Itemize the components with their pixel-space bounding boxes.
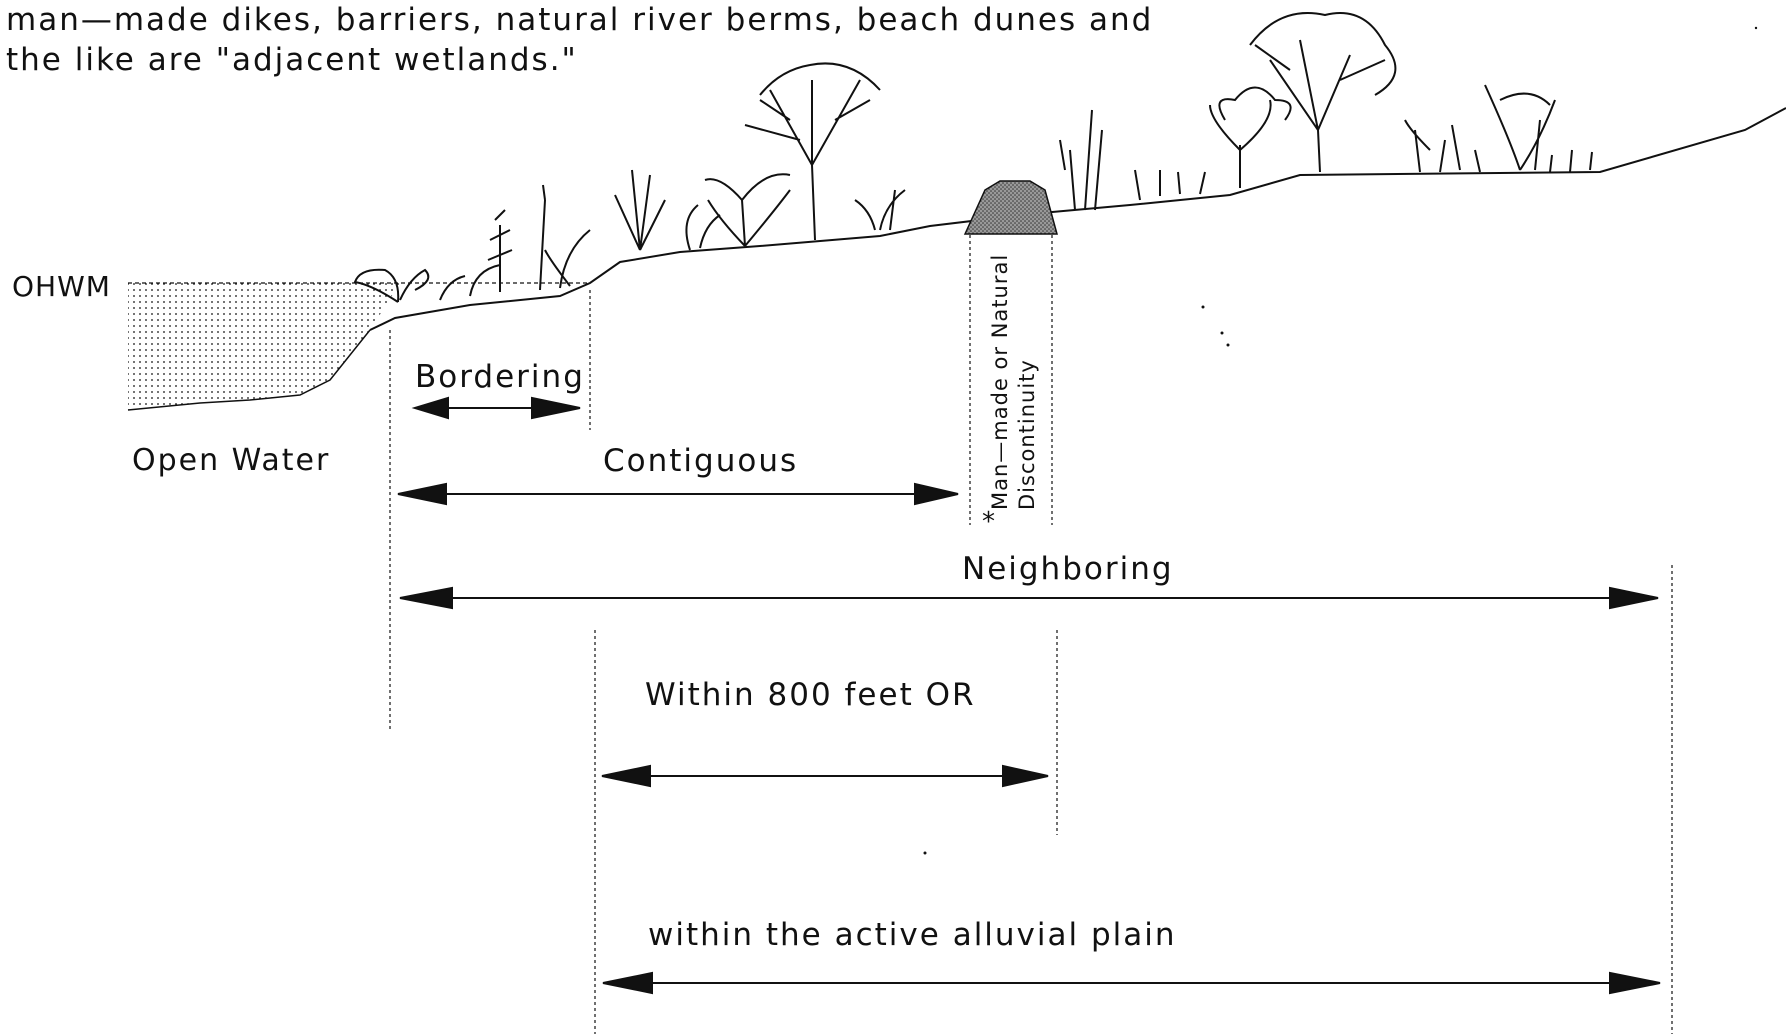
bordering-label: Bordering — [415, 359, 585, 395]
open-water-label: Open Water — [132, 443, 330, 478]
reference-lines — [390, 235, 1672, 1034]
alluvial-label: within the active alluvial plain — [648, 917, 1177, 953]
berm-mound — [965, 181, 1057, 234]
discontinuity-label-line-1: Man—made or Natural — [988, 254, 1012, 510]
vegetation — [355, 13, 1592, 302]
discontinuity-label-line-2: Discontinuity — [1015, 359, 1039, 510]
open-water-area — [128, 283, 400, 410]
neighboring-label: Neighboring — [962, 551, 1174, 587]
contiguous-label: Contiguous — [603, 443, 798, 479]
ground-profile — [370, 108, 1786, 330]
ohwm-label: OHWM — [12, 270, 111, 303]
scan-specks — [924, 27, 1758, 855]
discontinuity-asterisk: * — [982, 507, 995, 537]
within-800-label: Within 800 feet OR — [645, 677, 976, 713]
